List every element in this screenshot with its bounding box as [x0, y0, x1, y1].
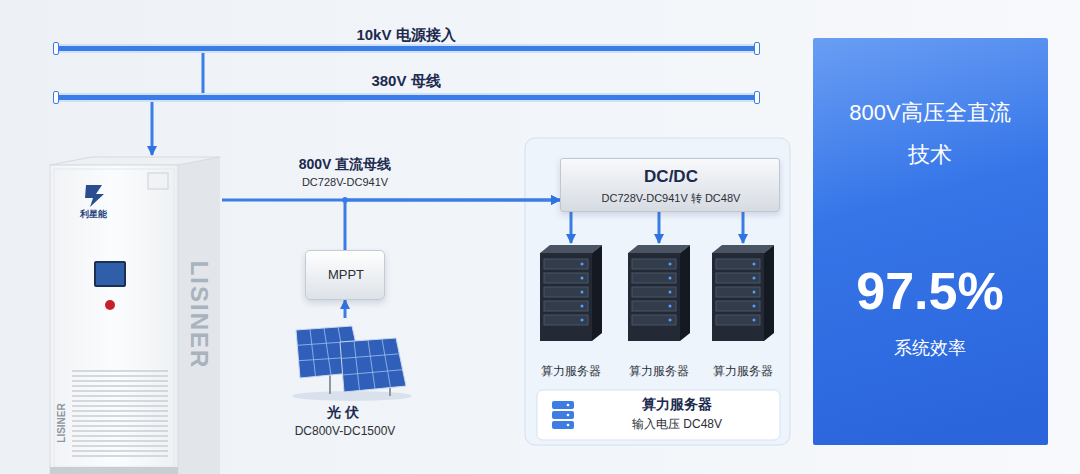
bus-line: 380V 母线 [56, 95, 757, 100]
power-cabinet: 利星能 LISINER LISINER [50, 155, 222, 474]
node-title: 算力服务器 [642, 396, 712, 413]
server-illustration [628, 245, 690, 341]
server-illustration [712, 245, 774, 341]
node-text: DC800V-DC1500V [295, 424, 396, 438]
server-info-ground [537, 390, 780, 440]
solar-grid [341, 339, 402, 391]
server-icon [567, 404, 570, 407]
node-title: 利星能 [80, 209, 107, 220]
server-icon [567, 424, 570, 427]
bus-label: 800V 直流母线 [299, 156, 392, 173]
solar-grid [354, 341, 360, 391]
cabinet-side [178, 157, 220, 474]
cabinet-base [50, 467, 178, 474]
server-icon [552, 411, 574, 419]
cabinet-door [54, 169, 174, 467]
server-panel [525, 138, 790, 445]
node-text: 97.5% [856, 260, 1003, 322]
node-title: 算力服务器 [629, 364, 689, 378]
solar-illustration [292, 326, 412, 401]
brand-logo [85, 185, 104, 207]
node-title: 380V 母线 [371, 72, 440, 90]
cabinet-screen [94, 261, 126, 287]
solar-grid [324, 328, 331, 375]
power-line [202, 51, 205, 95]
node-text: LISINER [56, 403, 68, 442]
power-line [742, 212, 745, 243]
bus-label: DC728V-DC941V [302, 176, 388, 189]
solar-shadow [292, 391, 412, 401]
node-text: LISINER [185, 261, 214, 370]
cabinet-plate [148, 173, 168, 189]
node-text: 输入电压 DC48V [632, 417, 722, 431]
solar-panel-front [340, 338, 406, 392]
bus-line: 10kV 电源接入 [56, 46, 757, 51]
server-icon [567, 414, 570, 417]
node-title: 800V高压全直流 技术 [825, 92, 1035, 176]
solar-grid [310, 329, 316, 377]
server-icon [552, 421, 574, 429]
node-title: DC/DC [644, 167, 698, 187]
node-title: 10kV 电源接入 [356, 26, 455, 44]
solar-grid [341, 354, 399, 359]
cabinet-screen-inner [96, 263, 124, 285]
server-icon [552, 401, 574, 429]
solar-panel: 光伏 DC800V-DC1500V [275, 318, 415, 443]
cabinet-front [50, 165, 178, 474]
efficiency-panel: 800V高压全直流 技术 97.5% 系统效率 [813, 38, 1048, 445]
node-text: DC728V-DC941V 转 DC48V [602, 192, 741, 205]
power-line [345, 200, 560, 250]
server-info-bar: 算力服务器输入电压 DC48V [537, 390, 780, 440]
power-line [570, 212, 573, 243]
cabinet-illustration [50, 157, 220, 474]
server-icon [552, 401, 574, 409]
power-line [151, 100, 154, 155]
server-illustration [540, 245, 602, 341]
dcdc-box: DC/DC DC728V-DC941V 转 DC48V [560, 158, 780, 212]
mppt-box: MPPT [305, 250, 385, 300]
cabinet-top [50, 157, 220, 165]
cabinet-emblem [105, 300, 115, 310]
node-title: 算力服务器 [713, 364, 773, 378]
compute-server: 算力服务器 [703, 243, 783, 380]
solar-grid [343, 370, 403, 375]
solar-grid [382, 339, 391, 388]
node-title: 算力服务器 [541, 364, 601, 378]
compute-server: 算力服务器 [619, 243, 699, 380]
power-line [658, 212, 661, 243]
power-line [344, 300, 347, 318]
node-title: 光伏 [327, 404, 363, 421]
node-text: 系统效率 [894, 338, 966, 360]
node-title: MPPT [328, 267, 364, 283]
compute-server: 算力服务器 [531, 243, 611, 380]
cabinet-vent [72, 367, 168, 459]
solar-grid [368, 340, 375, 389]
